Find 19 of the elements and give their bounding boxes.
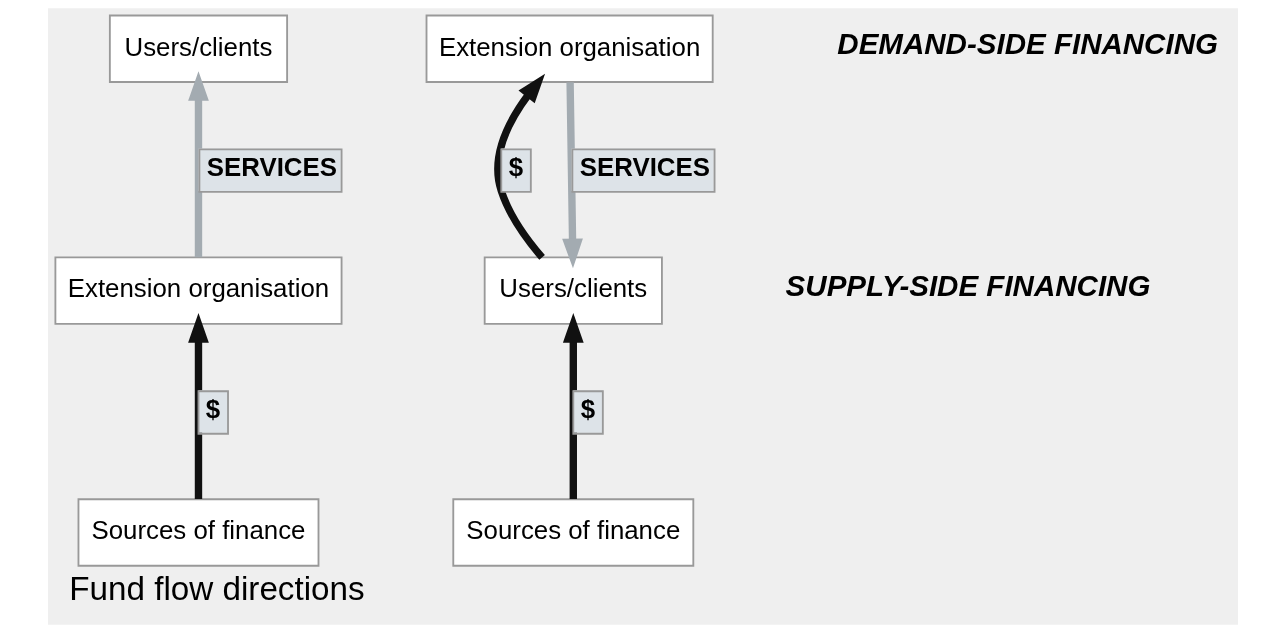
arrow bbox=[562, 313, 584, 500]
edge-label: SERVICES bbox=[579, 152, 710, 181]
node-box: Extension organisation bbox=[425, 14, 714, 83]
edge-label: $ bbox=[580, 394, 596, 423]
caption: Fund flow directions bbox=[69, 569, 365, 607]
arrow bbox=[188, 71, 209, 258]
edge-label: SERVICES bbox=[206, 152, 337, 181]
node-box: Sources of finance bbox=[77, 498, 320, 567]
label: SUPPLY-SIDE FINANCING bbox=[785, 268, 1151, 302]
arrow bbox=[562, 82, 583, 269]
node-box: Users/clients bbox=[108, 14, 289, 83]
edge-label: $ bbox=[205, 394, 221, 423]
node-box: Users/clients bbox=[483, 256, 663, 325]
arrow bbox=[494, 73, 546, 260]
label: DEMAND-SIDE FINANCING bbox=[837, 26, 1218, 60]
arrow bbox=[188, 313, 209, 500]
node-box: Extension organisation bbox=[54, 256, 343, 325]
edge-label: $ bbox=[508, 152, 524, 181]
node-box: Sources of finance bbox=[452, 498, 695, 567]
